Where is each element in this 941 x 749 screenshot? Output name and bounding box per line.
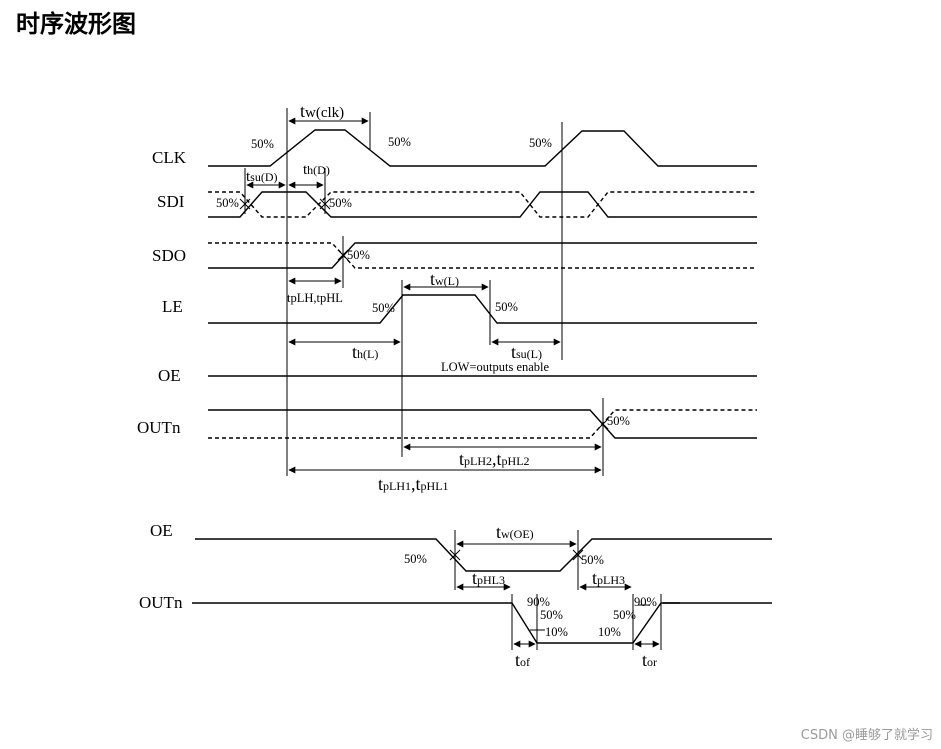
pct-outn2-50-right: 50% xyxy=(613,608,636,622)
signal-label-outn-2: OUTn xyxy=(139,593,183,612)
label-tw-l: tw(L) xyxy=(430,269,459,289)
pct-sdi-left: 50% xyxy=(216,196,239,210)
pct-sdi-right: 50% xyxy=(329,196,352,210)
pct-clk-fall: 50% xyxy=(388,135,411,149)
pct-le-rise: 50% xyxy=(372,301,395,315)
pct-clk-rise: 50% xyxy=(251,137,274,151)
pct-sdo: 50% xyxy=(347,248,370,262)
dimension-arrows xyxy=(246,117,660,648)
label-tplh3: tpLH3 xyxy=(592,568,625,588)
watermark: CSDN @睡够了就学习 xyxy=(800,728,933,743)
signal-label-clk: CLK xyxy=(152,148,187,167)
pct-outn2-10-left: 10% xyxy=(545,625,568,639)
label-th-d: th(D) xyxy=(303,162,330,178)
pct-outn2-10-right: 10% xyxy=(598,625,621,639)
label-tplh2-tphl2: tpLH2,tpHL2 xyxy=(459,449,530,469)
pct-le-fall: 50% xyxy=(495,300,518,314)
pct-oe2-fall: 50% xyxy=(404,552,427,566)
outn-waveform-solid xyxy=(208,409,757,439)
outn-waveform-dashed xyxy=(208,409,757,439)
signal-label-sdi: SDI xyxy=(157,192,185,211)
reference-lines xyxy=(244,108,662,650)
sdo-waveform-solid xyxy=(208,242,757,269)
label-tw-clk: tw(clk) xyxy=(300,101,344,121)
signal-label-le: LE xyxy=(162,297,183,316)
note-low-enable: LOW=outputs enable xyxy=(441,360,550,374)
percent-labels: 50% 50% 50% 50% 50% 50% 50% 50% 50% 50% … xyxy=(216,135,657,639)
pct-outn2-90-left: 90% xyxy=(527,595,550,609)
signal-label-outn: OUTn xyxy=(137,418,181,437)
signal-label-oe-2: OE xyxy=(150,521,173,540)
label-tof: tof xyxy=(515,650,530,670)
label-tplh-tphl: tpLH,tpHL xyxy=(287,291,343,305)
sdi-waveform-solid xyxy=(208,191,757,218)
pct-outn2-90-right: 90% xyxy=(634,595,657,609)
label-tphl3: tpHL3 xyxy=(472,568,505,588)
label-tsu-l: tsu(L) xyxy=(511,342,542,362)
pct-oe2-rise: 50% xyxy=(581,553,604,567)
label-tplh1-tphl1: tpLH1,tpHL1 xyxy=(378,474,449,494)
le-waveform xyxy=(208,294,757,324)
sdi-waveform-dashed xyxy=(208,191,757,218)
timing-labels: tw(clk) tsu(D) th(D) tpLH,tpHL tw(L) th(… xyxy=(246,101,657,670)
pct-clk-rise-2: 50% xyxy=(529,136,552,150)
signal-label-sdo: SDO xyxy=(152,246,186,265)
clk-waveform xyxy=(208,129,757,167)
label-tsu-d: tsu(D) xyxy=(246,169,278,185)
page-title: 时序波形图 xyxy=(16,10,136,38)
crossing-marks xyxy=(239,198,609,561)
label-tor: tor xyxy=(642,650,657,670)
pct-outn: 50% xyxy=(607,414,630,428)
oe2-waveform xyxy=(195,538,772,572)
label-th-l: th(L) xyxy=(352,342,378,362)
outn2-waveform xyxy=(192,602,772,644)
waveforms xyxy=(192,129,772,644)
pct-outn2-50-left: 50% xyxy=(540,608,563,622)
label-tw-oe: tw(OE) xyxy=(496,522,534,542)
sdo-waveform-dashed xyxy=(208,242,757,269)
signal-label-oe: OE xyxy=(158,366,181,385)
